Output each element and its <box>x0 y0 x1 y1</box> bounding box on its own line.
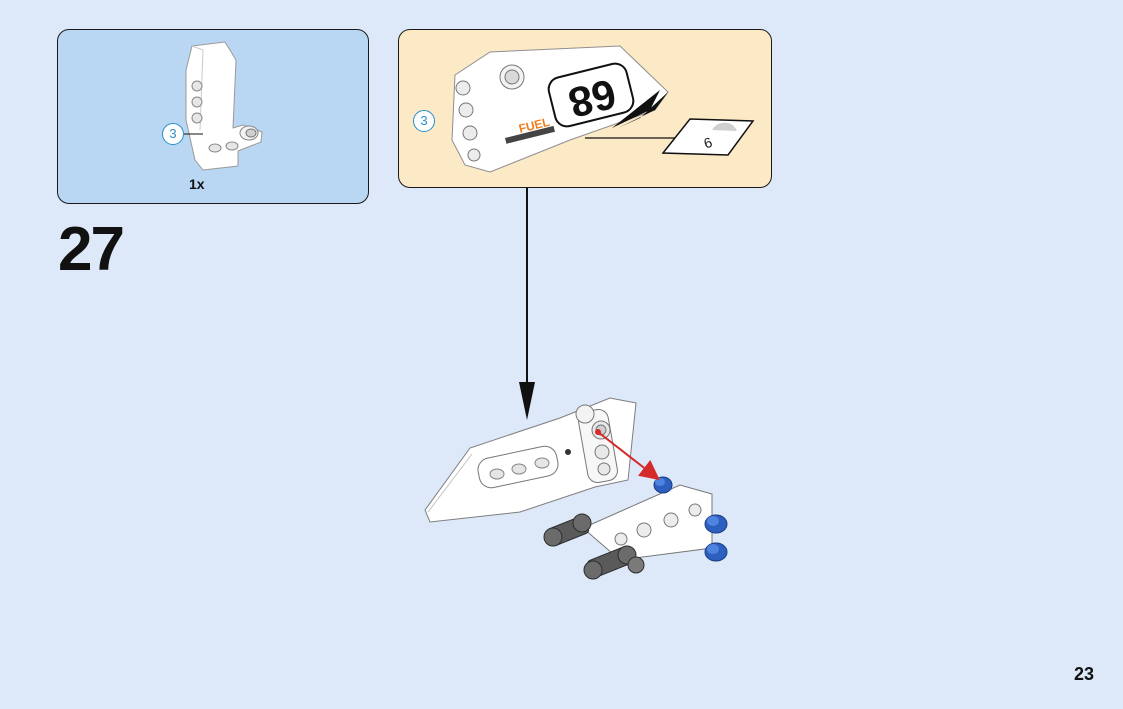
part-quantity: 1x <box>189 176 205 192</box>
parts-callout-badge: 3 <box>162 123 184 145</box>
blue-pin <box>704 542 728 562</box>
model-assembly <box>424 397 728 580</box>
sticker-icon: 9 <box>661 118 755 156</box>
subassembly-callout-badge: 3 <box>413 110 435 132</box>
placement-arrow <box>519 188 535 420</box>
blue-pin <box>704 514 728 534</box>
attach-arrow <box>597 431 660 481</box>
gray-pin <box>543 513 592 547</box>
decal-number: 68 <box>564 70 621 127</box>
step-number: 27 <box>58 215 125 284</box>
gray-pin <box>583 545 645 580</box>
page-number: 23 <box>1073 664 1094 684</box>
decorated-panel-icon: 68 FUEL <box>451 45 676 173</box>
panel-part-icon <box>184 41 263 171</box>
blue-pin <box>653 476 673 494</box>
